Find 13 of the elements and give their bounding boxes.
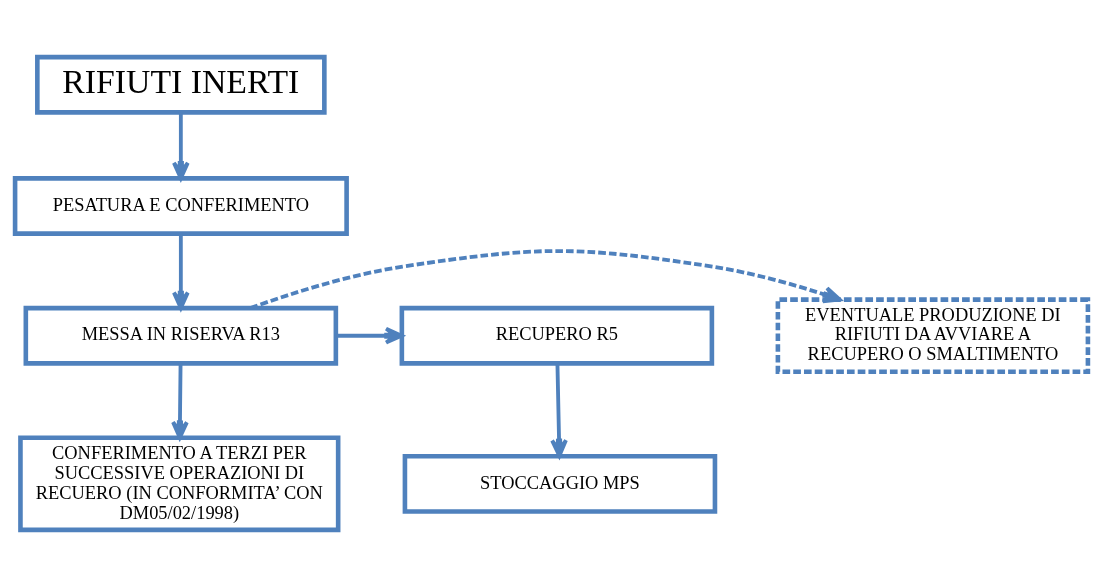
node-box: EVENTUALE PRODUZIONE DI RIFIUTI DA AVVIARE A RECUPERO O SMALTIMENTO [775,297,1091,375]
arrow [172,233,190,310]
arrow [336,326,404,345]
arrow [172,112,190,181]
node-box: RECUPERO R5 [399,305,715,366]
arrow [249,249,842,310]
node-box: STOCCAGGIO MPS [402,453,718,514]
node-box: CONFERIMENTO A TERZI PER SUCCESSIVE OPERAZIONI DI RECUERO (IN CONFORMITA’ CON DM05/02/1998) [18,435,341,533]
arrow [550,363,568,458]
arrow [171,363,189,440]
node-box: MESSA IN RISERVA R13 [23,305,339,366]
node-box: RIFIUTI INERTI [35,54,327,115]
node-box: PESATURA E CONFERIMENTO [12,176,349,236]
